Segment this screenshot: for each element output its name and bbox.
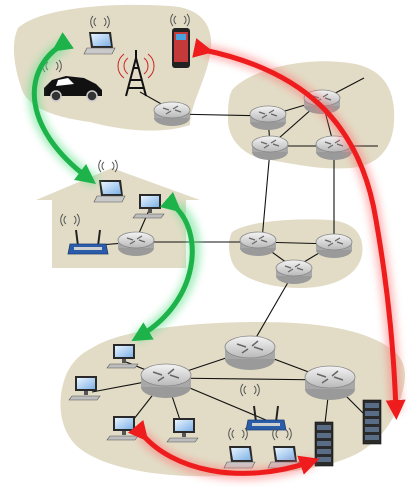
- router-icon: [304, 365, 356, 401]
- server-rack-icon: [362, 399, 382, 445]
- smartphone-icon: [172, 28, 190, 68]
- router-icon: [251, 135, 289, 161]
- router-icon: [117, 231, 155, 257]
- server-rack-icon: [314, 421, 334, 467]
- router-icon: [239, 231, 277, 257]
- cell-tower-icon: [117, 50, 155, 97]
- red-flow-2: [127, 419, 320, 481]
- router-icon: [275, 259, 313, 285]
- router-icon: [140, 363, 192, 399]
- router-icon: [315, 233, 353, 259]
- green-flow-1: [28, 32, 100, 187]
- red-flow-1: [192, 38, 406, 420]
- router-icon: [224, 335, 276, 371]
- router-icon: [249, 105, 287, 131]
- router-icon: [153, 101, 191, 127]
